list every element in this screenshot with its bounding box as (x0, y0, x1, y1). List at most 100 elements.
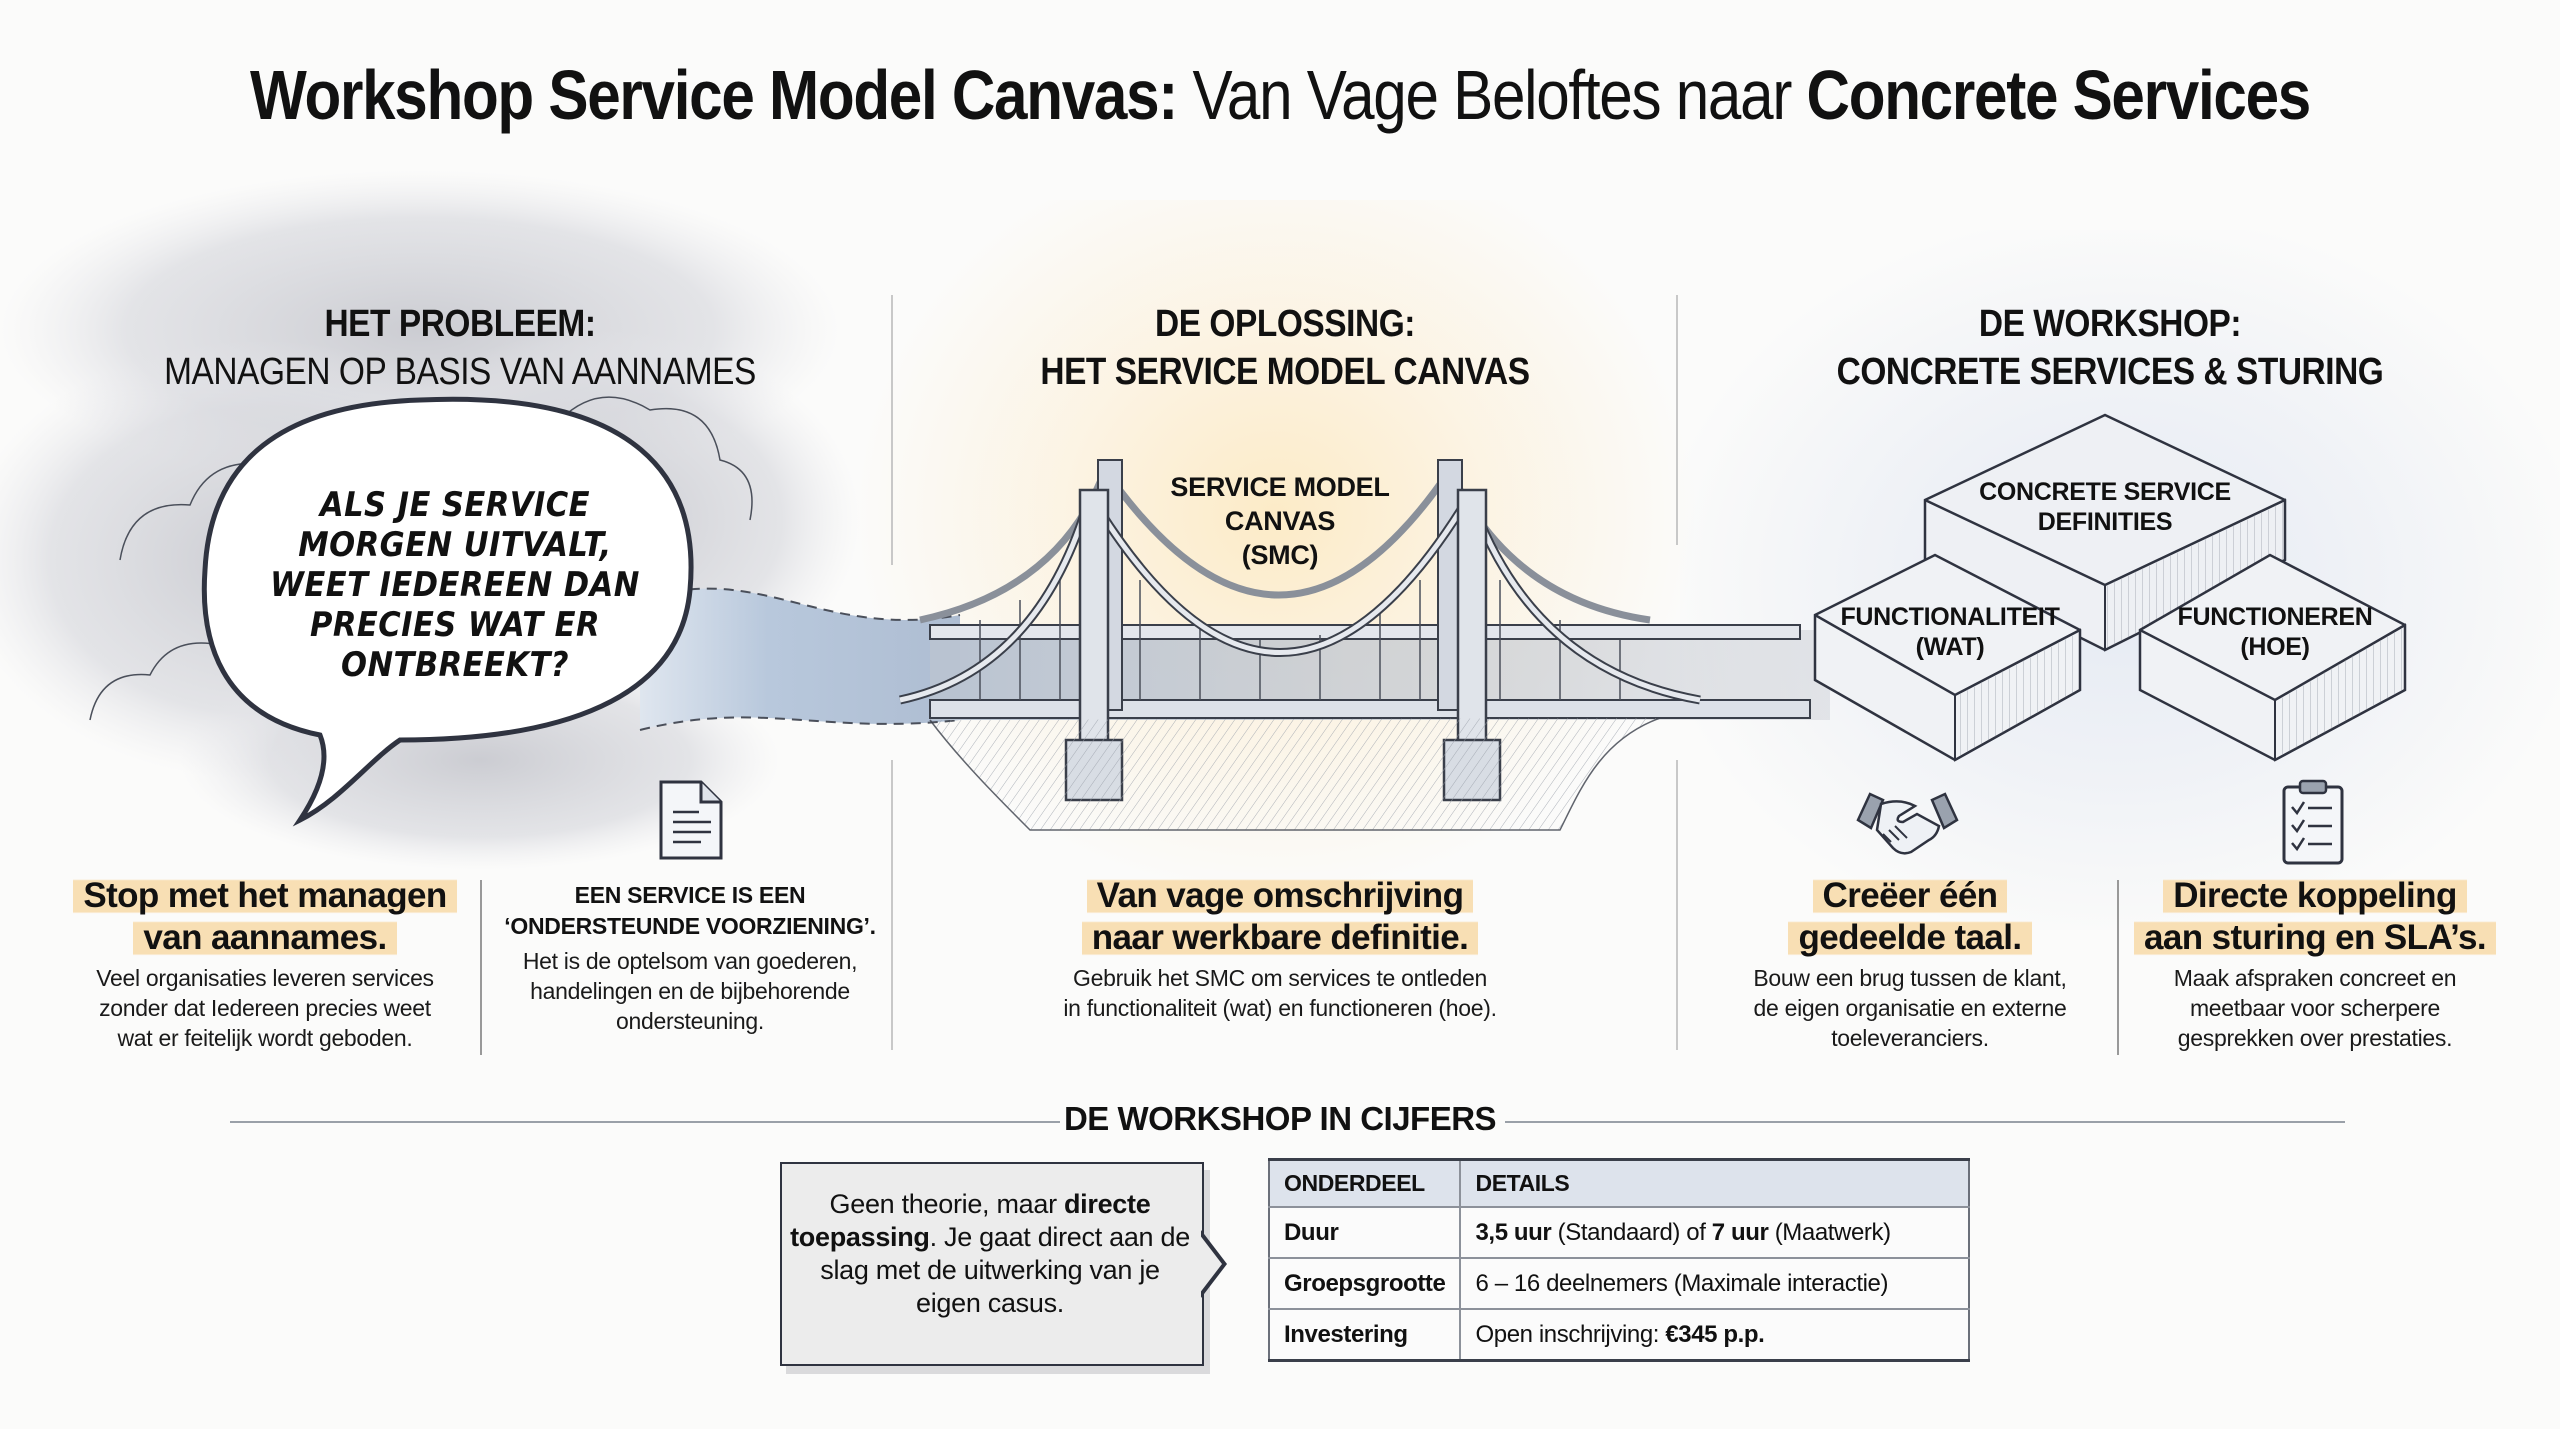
callout-box (780, 1162, 1204, 1366)
bubble-line: ALS JE SERVICE (319, 485, 591, 525)
feature-gedeelde-taal: Creëer één gedeelde taal. Bouw een brug … (1720, 875, 2100, 1053)
bubble-line: MORGEN UITVALT, (298, 525, 612, 565)
value-bold: €345 p.p. (1665, 1320, 1765, 1348)
value-text: (Standaard) of (1551, 1218, 1712, 1246)
value-text: Open inschrijving: (1475, 1320, 1666, 1348)
row-key: Duur (1269, 1207, 1462, 1259)
feature-description: Maak afspraken concreet en (2173, 965, 2457, 991)
feature-title: naar werkbare definitie. (1081, 918, 1479, 957)
value-text: (Maatwerk) (1768, 1218, 1891, 1246)
bubble-line: WEET IEDEREEN DAN (270, 565, 640, 605)
column-header: DETAILS (1460, 1159, 1969, 1208)
table-row: Groepsgrootte 6 – 16 deelnemers (Maximal… (1269, 1258, 1969, 1310)
section-rule-left (230, 1121, 1060, 1123)
bubble-line: PRECIES WAT ER (309, 605, 601, 645)
table-row: Duur 3,5 uur (Standaard) of 7 uur (Maatw… (1269, 1207, 1969, 1259)
handshake-icon (1856, 792, 1959, 855)
heading-line: DE OPLOSSING: (1155, 303, 1415, 345)
heading-line: HET PROBLEEM: (324, 303, 596, 345)
feature-description: de eigen organisatie en externe (1753, 995, 2067, 1021)
feature-description: meetbaar voor scherpere (2189, 995, 2441, 1021)
bridge (899, 459, 1830, 831)
feature-description: Het is de optelsom van goederen, (522, 948, 858, 974)
feature-description: zonder dat Iedereen precies weet (99, 995, 431, 1021)
callout-text-post: . Je gaat direct aan de slag met de uitw… (820, 1222, 1190, 1318)
document-icon (659, 780, 723, 860)
feature-description: Bouw een brug tussen de klant, (1753, 965, 2067, 991)
section-rule-right (1505, 1121, 2345, 1123)
feature-divider (2117, 880, 2119, 1055)
heading-line: DE WORKSHOP: (1978, 303, 2242, 345)
workshop-facts-table: ONDERDEEL DETAILS Duur 3,5 uur (Standaar… (1268, 1158, 1970, 1362)
callout-text-pre: Geen theorie, maar (829, 1189, 1064, 1219)
river (640, 588, 960, 730)
feature-description: gesprekken over prestaties. (2177, 1025, 2453, 1051)
column-divider (1676, 295, 1678, 545)
bridge-label-line: SERVICE MODEL (1170, 472, 1390, 502)
bridge-label-line: CANVAS (1224, 506, 1336, 536)
title-bold-end: Concrete Services (1806, 56, 2312, 134)
block-label-line: (HOE) (2240, 633, 2310, 661)
callout-text: Geen theorie, maar directe toepassing. J… (790, 1188, 1190, 1320)
value-bold: 7 uur (1711, 1218, 1769, 1246)
block-label-functioneren: FUNCTIONEREN (HOE) (2150, 602, 2400, 662)
clipboard-checklist-icon (2282, 779, 2344, 865)
title-bold-part: Workshop Service Model Canvas: (250, 56, 1178, 134)
feature-caption: EEN SERVICE IS EEN (574, 882, 806, 908)
heading-subline: HET SERVICE MODEL CANVAS (1040, 351, 1530, 393)
block-label-line: FUNCTIONALITEIT (1840, 603, 2060, 631)
block-label-line: CONCRETE SERVICE (1979, 478, 2231, 506)
bridge-label: SERVICE MODEL CANVAS (SMC) (1130, 470, 1430, 572)
callout-pointer-fill (1199, 1234, 1222, 1294)
feature-stop-aannames: Stop met het managen van aannames. Veel … (70, 875, 460, 1053)
feature-title: gedeelde taal. (1788, 918, 2032, 957)
feature-title: Directe koppeling (2163, 876, 2467, 915)
feature-ondersteunde-voorziening: EEN SERVICE IS EEN ‘ONDERSTEUNDE VOORZIE… (500, 880, 880, 1036)
feature-caption: ‘ONDERSTEUNDE VOORZIENING’. (504, 913, 876, 939)
feature-description: ondersteuning. (616, 1008, 764, 1034)
value-text: 6 – 16 deelnemers (Maximale interactie) (1475, 1269, 1889, 1297)
feature-description: Gebruik het SMC om services te ontleden (1073, 965, 1487, 991)
block-label-line: FUNCTIONEREN (2177, 603, 2373, 631)
feature-description: handelingen en de bijbehorende (530, 978, 850, 1004)
feature-description: wat er feitelijk wordt geboden. (117, 1025, 413, 1051)
heading-oplossing: DE OPLOSSING: HET SERVICE MODEL CANVAS (964, 300, 1606, 396)
feature-werkbare-definitie: Van vage omschrijving naar werkbare defi… (990, 875, 1570, 1023)
feature-divider (480, 880, 482, 1055)
block-label-line: DEFINITIES (2037, 508, 2173, 536)
column-header: ONDERDEEL (1269, 1159, 1462, 1208)
column-divider (891, 760, 893, 1050)
bridge-label-line: (SMC) (1241, 540, 1319, 570)
heading-workshop: DE WORKSHOP: CONCRETE SERVICES & STURING (1767, 300, 2453, 396)
block-label-line: (WAT) (1915, 633, 1985, 661)
row-value: 3,5 uur (Standaard) of 7 uur (Maatwerk) (1460, 1207, 1969, 1259)
column-divider (1676, 760, 1678, 1050)
feature-sturing-sla: Directe koppeling aan sturing en SLA’s. … (2130, 875, 2500, 1053)
feature-title: van aannames. (133, 918, 397, 957)
table-row: Investering Open inschrijving: €345 p.p. (1269, 1309, 1969, 1362)
title-light-part: Van Vage Beloftes naar (1192, 56, 1792, 134)
block-label-definities: CONCRETE SERVICE DEFINITIES (1955, 477, 2255, 537)
table-header-row: ONDERDEEL DETAILS (1269, 1159, 1969, 1208)
heading-subline: MANAGEN OP BASIS VAN AANNAMES (164, 351, 756, 393)
value-bold: 3,5 uur (1475, 1218, 1552, 1246)
feature-description: in functionaliteit (wat) en functioneren… (1063, 995, 1497, 1021)
row-value: Open inschrijving: €345 p.p. (1460, 1309, 1969, 1362)
heading-probleem: HET PROBLEEM: MANAGEN OP BASIS VAN AANNA… (143, 300, 777, 396)
feature-title: aan sturing en SLA’s. (2133, 918, 2496, 957)
row-key: Groepsgrootte (1269, 1258, 1462, 1310)
service-blocks (1813, 413, 2407, 762)
speech-bubble-text: ALS JE SERVICE MORGEN UITVALT, WEET IEDE… (266, 485, 644, 685)
bubble-line: ONTBREEKT? (340, 645, 570, 685)
heading-subline: CONCRETE SERVICES & STURING (1836, 351, 2384, 393)
row-key: Investering (1269, 1309, 1462, 1362)
feature-title: Creëer één (1812, 876, 2008, 915)
feature-description: Veel organisaties leveren services (96, 965, 434, 991)
row-value: 6 – 16 deelnemers (Maximale interactie) (1460, 1258, 1969, 1310)
section-title-cijfers: DE WORKSHOP IN CIJFERS (1063, 1100, 1497, 1137)
block-label-functionaliteit: FUNCTIONALITEIT (WAT) (1820, 602, 2080, 662)
feature-description: toeleveranciers. (1831, 1025, 1989, 1051)
speech-bubble (201, 396, 694, 827)
feature-title: Stop met het managen (73, 876, 457, 915)
